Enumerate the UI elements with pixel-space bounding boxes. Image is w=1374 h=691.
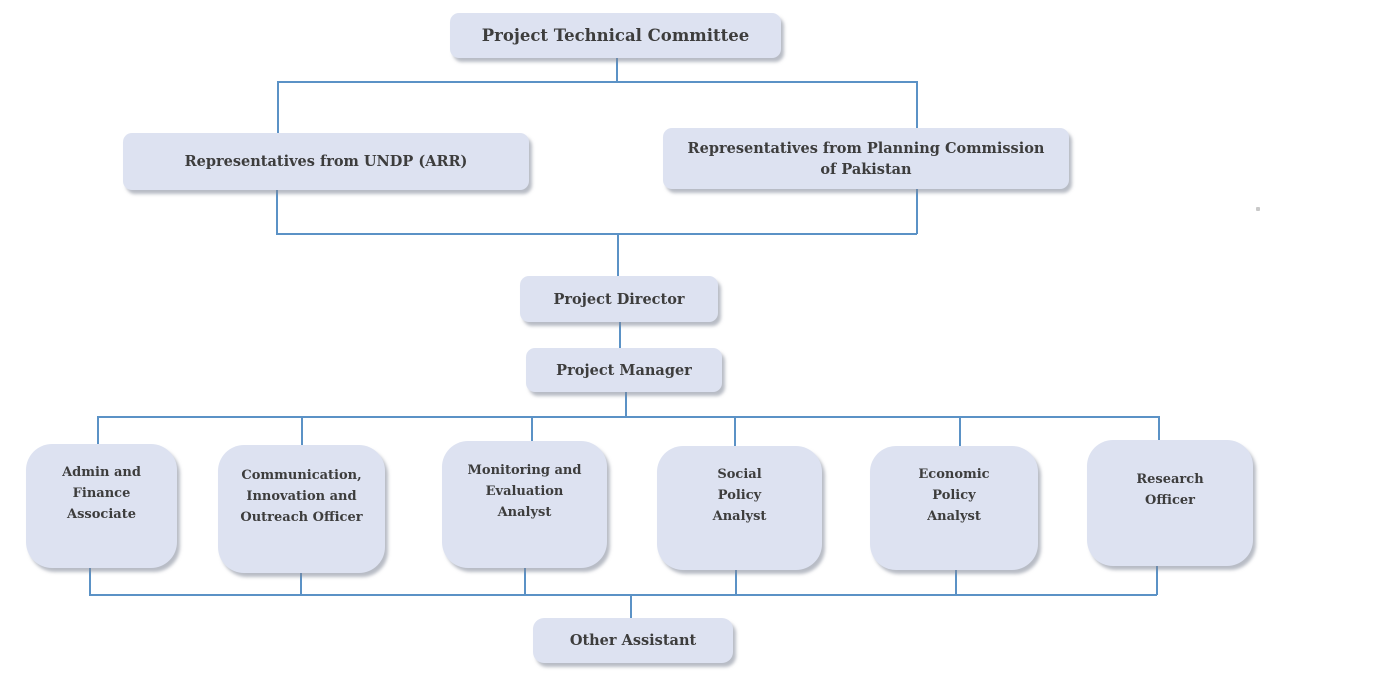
node-label: Project Manager	[556, 361, 692, 379]
node-label: Admin and Finance Associate	[62, 464, 141, 522]
node-label: Representatives from UNDP (ARR)	[184, 153, 468, 170]
node-economic-policy-analyst: Economic Policy Analyst	[870, 446, 1038, 570]
node-research-officer: Research Officer	[1087, 440, 1253, 566]
node-project-director: Project Director	[520, 276, 718, 322]
connector-line	[97, 416, 1159, 418]
connector-line	[616, 57, 618, 81]
node-label: Social Policy Analyst	[712, 466, 767, 524]
connector-line	[1156, 566, 1158, 595]
connector-line	[97, 416, 99, 444]
node-label: Research Officer	[1136, 472, 1204, 508]
connector-line	[955, 570, 957, 595]
connector-line	[734, 416, 736, 446]
node-label: Other Assistant	[569, 632, 697, 649]
connector-line	[916, 81, 918, 128]
node-social-policy-analyst: Social Policy Analyst	[657, 446, 822, 570]
node-representatives-undp: Representatives from UNDP (ARR)	[123, 133, 529, 190]
node-label: Communication, Innovation and Outreach O…	[240, 467, 363, 525]
node-label: Economic Policy Analyst	[918, 466, 990, 524]
node-admin-finance-associate: Admin and Finance Associate	[26, 444, 177, 568]
connector-line	[617, 233, 619, 276]
node-representatives-planning-commission: Representatives from Planning Commission…	[663, 128, 1069, 189]
node-other-assistant: Other Assistant	[533, 618, 733, 663]
node-communication-innovation-outreach-officer: Communication, Innovation and Outreach O…	[218, 445, 385, 573]
node-label: Project Director	[553, 290, 685, 308]
connector-line	[531, 416, 533, 441]
connector-line	[959, 416, 961, 446]
connector-line	[277, 81, 917, 83]
connector-line	[89, 568, 91, 595]
connector-line	[1158, 416, 1160, 440]
connector-line	[301, 416, 303, 445]
connector-line	[625, 392, 627, 417]
node-label: Project Technical Committee	[481, 26, 750, 45]
connector-line	[89, 594, 1157, 596]
node-project-manager: Project Manager	[526, 348, 722, 392]
connector-line	[619, 322, 621, 349]
connector-line	[630, 594, 632, 618]
node-label: Monitoring and Evaluation Analyst	[467, 463, 582, 520]
node-label: Representatives from Planning Commission…	[687, 139, 1045, 178]
connector-line	[277, 81, 279, 133]
connector-line	[735, 570, 737, 595]
connector-line	[276, 233, 917, 235]
connector-line	[524, 568, 526, 595]
node-monitoring-evaluation-analyst: Monitoring and Evaluation Analyst	[442, 441, 607, 568]
node-project-technical-committee: Project Technical Committee	[450, 13, 781, 58]
connector-line	[300, 573, 302, 595]
connector-line	[916, 188, 918, 234]
stray-mark	[1256, 207, 1260, 211]
connector-line	[276, 190, 278, 234]
